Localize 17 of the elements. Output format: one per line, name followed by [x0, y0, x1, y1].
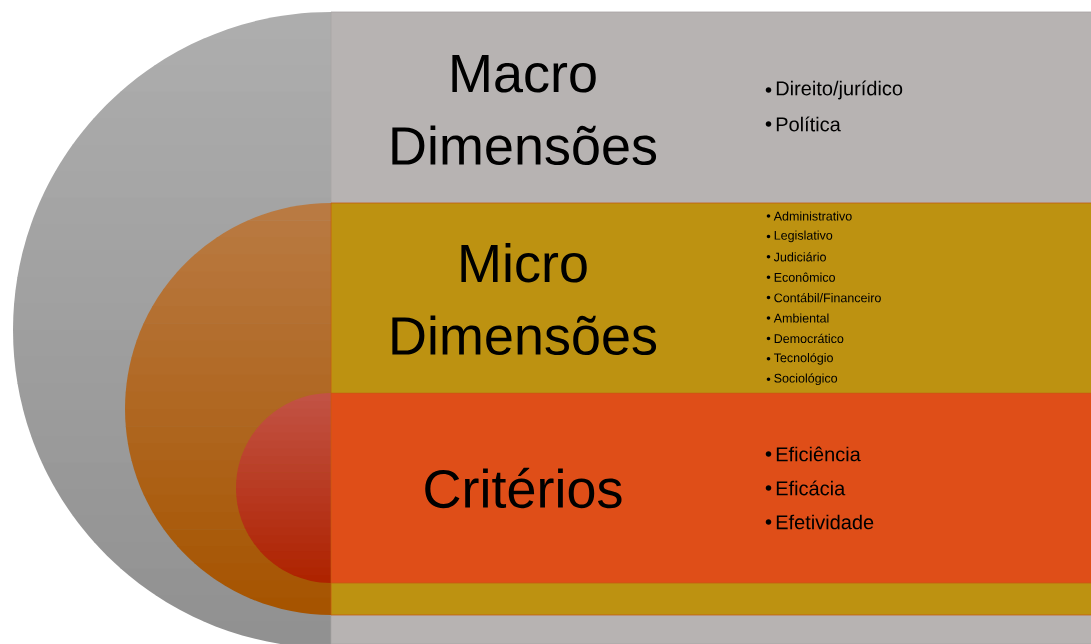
bullet-item: Política [776, 116, 841, 132]
bullet-item: Legislativo [774, 230, 833, 243]
bullet-item: Tecnológio [774, 352, 833, 365]
heading: Macro Dimensões [392, 54, 657, 166]
bullet-item: Eficácia [776, 480, 846, 496]
bullet-item: Democrático [774, 333, 844, 344]
bullet-item: Sociológico [774, 373, 838, 386]
bullet-item: Ambiental [773, 313, 829, 323]
bullet-item: Administrativo [773, 211, 852, 221]
bullet-item: Judiciário [773, 252, 826, 262]
heading: Critérios [425, 467, 622, 509]
bullet-item: Eficiência [776, 446, 861, 462]
bullet-item: Econômico [774, 272, 835, 282]
bullet-item: Contábil/Financeiro [774, 292, 881, 303]
bullet-item: Direito/jurídico [776, 80, 903, 100]
heading: Micro Dimensões [392, 242, 657, 356]
bullet-item: Efetividade [776, 514, 874, 530]
